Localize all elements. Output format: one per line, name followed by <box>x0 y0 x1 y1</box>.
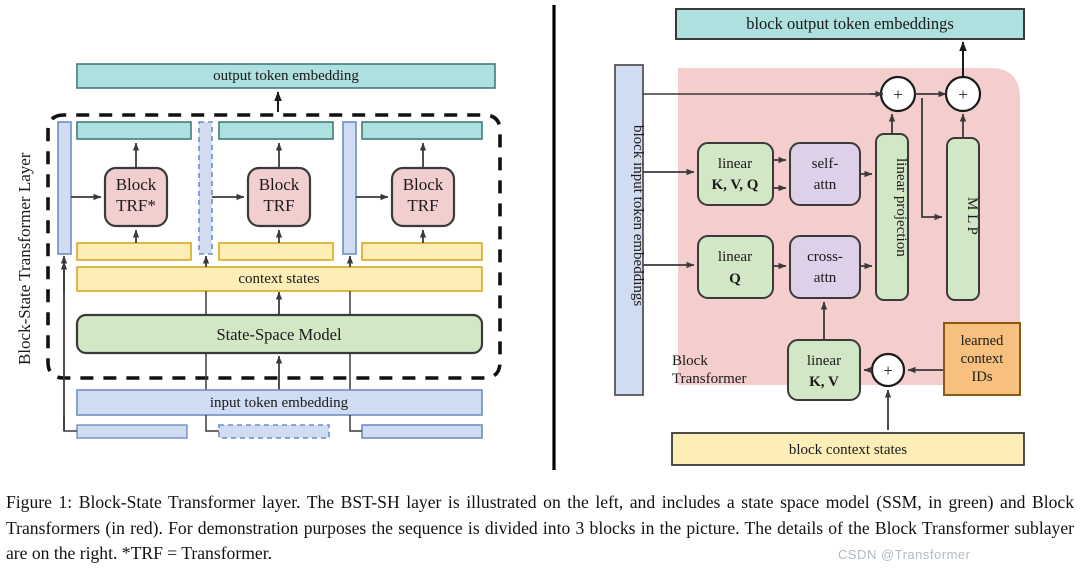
self-attn-line2: attn <box>814 177 837 193</box>
block-output-bar-3 <box>361 121 483 140</box>
output-token-embedding-box: output token embedding <box>76 63 496 89</box>
adder-1-plus: + <box>893 85 903 104</box>
block-trf-3-line2: TRF <box>407 196 438 215</box>
state-space-model-label: State-Space Model <box>216 325 342 344</box>
self-attn-box: self- attn <box>789 142 861 206</box>
input-block-strip-2-dashed <box>218 424 330 439</box>
context-adder: + <box>870 352 906 388</box>
block-transformer-line2: Transformer <box>672 371 746 387</box>
block-output-token-embeddings-label: block output token embeddings <box>746 14 954 33</box>
linear-q-line1: linear <box>718 249 752 265</box>
context-adder-arrows <box>863 366 944 430</box>
side-label-text: Block-State Transformer Layer <box>15 152 34 365</box>
block-input-fanout-lines <box>643 93 884 269</box>
block-context-bar-3 <box>361 242 483 261</box>
adder-arrowheads <box>870 90 967 138</box>
linear-kvq-line1: linear <box>718 156 752 172</box>
adder-2-plus: + <box>958 85 968 104</box>
state-bar-1 <box>57 121 72 255</box>
block-trf-1-line2: TRF* <box>116 196 156 215</box>
output-token-embedding-label: output token embedding <box>213 68 359 84</box>
mlp-box: M L P <box>946 137 980 301</box>
input-to-ssm-connectors <box>205 353 351 390</box>
block-transformer-label: Block Transformer <box>672 353 746 387</box>
block-output-token-embeddings-box: block output token embeddings <box>675 8 1025 40</box>
input-block-strip-1 <box>76 424 188 439</box>
figure-caption: Figure 1: Block-State Transformer layer.… <box>6 492 1074 563</box>
cross-attn-box: cross- attn <box>789 235 861 299</box>
learned-ids-line1: learned <box>961 333 1004 349</box>
block-input-token-embeddings-label: block input token embeddings <box>630 125 646 306</box>
block-trf-box-2: Block TRF <box>246 166 312 228</box>
block-input-token-embeddings-box: block input token embeddings <box>614 64 646 396</box>
linear-kv-line1: linear <box>807 353 841 369</box>
block-trf-box-3: Block TRF <box>390 166 456 228</box>
linear-kvq-line2: K, V, Q <box>712 177 759 193</box>
block-context-states-label: block context states <box>789 442 907 458</box>
block-context-bar-1 <box>76 242 192 261</box>
left-panel: Block-State Transformer Layer output tok… <box>15 63 502 439</box>
adder-3-plus: + <box>883 361 893 380</box>
diagram-canvas: Block-State Transformer Layer output tok… <box>15 5 1025 470</box>
right-panel: block output token embeddings block inpu… <box>614 8 1025 466</box>
adder1-to-mlp-branch <box>921 98 943 221</box>
linear-projection-label: linear projection <box>893 158 909 257</box>
block-trf-2-line1: Block <box>259 175 300 194</box>
linear-kvq-box: linear K, V, Q <box>697 142 774 206</box>
block-trf-1-line1: Block <box>116 175 157 194</box>
state-bar-2-dashed <box>198 121 213 255</box>
context-states-label: context states <box>238 271 319 287</box>
arrows-kvq-to-selfattn <box>773 156 787 192</box>
left-panel-side-label: Block-State Transformer Layer <box>15 152 34 365</box>
cross-attn-line1: cross- <box>807 249 843 265</box>
self-attn-line1: self- <box>812 156 839 172</box>
ssm-to-context-connectors <box>205 291 351 315</box>
arrows-attn-to-projection <box>860 170 873 270</box>
block-transformer-line1: Block <box>672 353 708 369</box>
learned-context-ids-box: learned context IDs <box>943 322 1021 396</box>
input-token-embedding-box: input token embedding <box>76 389 483 416</box>
input-token-embedding-label: input token embedding <box>210 395 349 411</box>
block-trf-3-line1: Block <box>403 175 444 194</box>
linear-kv-box: linear K, V <box>787 339 861 401</box>
block-output-bar-1 <box>76 121 192 140</box>
block-trf-box-1: Block TRF* <box>103 166 169 228</box>
linear-kv-line2: K, V <box>809 374 839 390</box>
residual-adder-1: + <box>879 75 917 113</box>
linear-projection-box: linear projection <box>875 133 909 301</box>
learned-ids-line2: context <box>961 351 1004 367</box>
input-block-strip-3 <box>361 424 483 439</box>
linear-q-line2: Q <box>729 271 741 287</box>
learned-ids-line3: IDs <box>972 369 993 385</box>
block-context-states-box: block context states <box>671 432 1025 466</box>
state-bar-3 <box>342 121 357 255</box>
context-states-box: context states <box>76 266 483 292</box>
block-context-bar-2 <box>218 242 334 261</box>
bst-layer-dashed-boundary <box>46 113 502 380</box>
state-space-model-box: State-Space Model <box>75 313 484 355</box>
block-output-bar-2 <box>218 121 334 140</box>
cross-attn-line2: attn <box>814 270 837 286</box>
mlp-label: M L P <box>964 197 980 235</box>
linear-q-box: linear Q <box>697 235 774 299</box>
block-trf-2-line2: TRF <box>263 196 294 215</box>
residual-adder-2: + <box>944 75 982 113</box>
